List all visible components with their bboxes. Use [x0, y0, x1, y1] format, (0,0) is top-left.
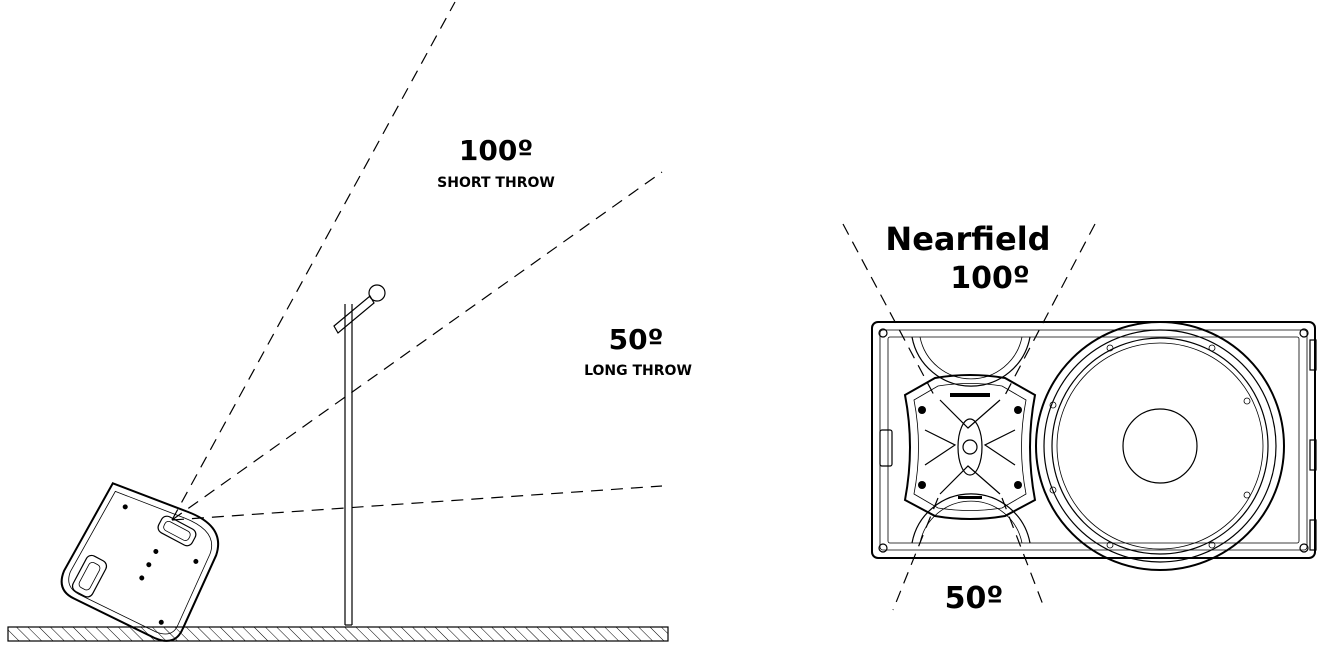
nearfield-angle: 100º — [950, 261, 1030, 296]
bottom-angle: 50º — [945, 581, 1004, 616]
front-view: Nearfield 100º 50º — [842, 220, 1317, 616]
short-throw-label: SHORT THROW — [437, 175, 555, 191]
dispersion-lines — [171, 1, 663, 521]
short-throw-angle: 100º — [459, 134, 533, 167]
microphone-stand — [333, 284, 386, 626]
nearfield-label: Nearfield — [885, 220, 1050, 258]
side-view: 100º SHORT THROW 50º LONG THROW — [7, 1, 692, 642]
front-dispersion-lines — [842, 223, 1096, 611]
long-throw-label: LONG THROW — [584, 363, 692, 379]
long-throw-angle: 50º — [609, 323, 664, 356]
floor — [7, 626, 669, 642]
monitor-speaker — [60, 482, 220, 642]
cabinet — [871, 321, 1317, 559]
woofer — [1035, 321, 1285, 571]
horn-plate — [903, 374, 1037, 520]
